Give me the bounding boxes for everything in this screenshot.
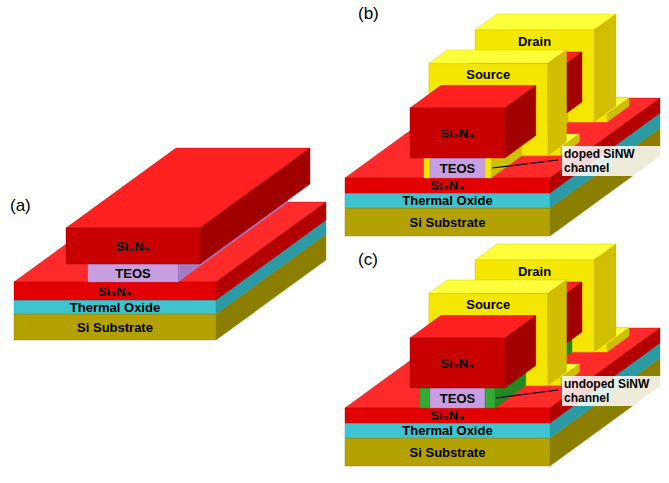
layer-face: Si₃N₄ (14, 282, 216, 300)
nitride-base-front (14, 282, 216, 300)
layer-label: Si₃N₄ (431, 179, 465, 192)
nitride-base-front (345, 178, 550, 193)
layer-face: Thermal Oxide (14, 300, 216, 314)
layer-label: Si₃N₄ (431, 409, 465, 422)
nitride-bar-side (505, 316, 536, 388)
layer-face: Si₃N₄ (66, 228, 200, 264)
layer-face: Source (429, 64, 548, 86)
sinw-channel-front (485, 388, 495, 408)
device-stack-1 (345, 14, 660, 236)
nitride-bar-front (410, 338, 505, 388)
nitride-base-front (345, 408, 550, 423)
layer-face: Source (429, 294, 548, 316)
panel-letter: (a) (10, 196, 31, 216)
panel-letter: (c) (358, 250, 378, 270)
layer-face: Si Substrate (345, 208, 550, 236)
layer-face: Si₃N₄ (345, 408, 550, 423)
layer-face: Drain (475, 260, 594, 282)
si-substrate-front (14, 314, 216, 340)
teos-core-front (430, 158, 485, 178)
device-stack-2 (345, 244, 660, 466)
layer-label: Si₃N₄ (116, 240, 150, 253)
layer-face: Thermal Oxide (345, 193, 550, 208)
layer-label: Thermal Oxide (402, 194, 492, 207)
device-stack-0 (14, 148, 326, 340)
layer-label: Si Substrate (410, 216, 486, 229)
layer-label: Si₃N₄ (441, 127, 475, 140)
layer-label: Si Substrate (410, 446, 486, 459)
drain-electrode-cap-top (475, 244, 616, 260)
channel-note: undoped SiNW channel (562, 376, 664, 406)
layer-label: Thermal Oxide (402, 424, 492, 437)
layer-label: Source (466, 298, 510, 311)
drain-electrode-cap-side (594, 244, 616, 352)
layer-face: Si₃N₄ (345, 178, 550, 193)
layer-face: Si₃N₄ (410, 108, 505, 158)
panel-letter: (b) (358, 4, 379, 24)
layer-label: Si₃N₄ (441, 357, 475, 370)
sinw-channel-front (424, 158, 430, 178)
drain-electrode-cap-top (475, 14, 616, 30)
layer-label: Thermal Oxide (70, 301, 160, 314)
nitride-bar-front (410, 108, 505, 158)
si-substrate-front (345, 438, 550, 466)
layer-label: Si₃N₄ (98, 285, 132, 298)
source-electrode-cap-side (548, 50, 567, 156)
source-electrode-cap-side (548, 280, 567, 386)
layer-label: TEOS (440, 392, 475, 405)
layer-label: Si Substrate (77, 321, 153, 334)
nitride-bar-side (200, 148, 310, 264)
layer-face: Si Substrate (14, 314, 216, 340)
thermal-oxide-front (345, 193, 550, 208)
layer-label: Source (466, 68, 510, 81)
layer-face: Thermal Oxide (345, 423, 550, 438)
layer-face: Si₃N₄ (410, 338, 505, 388)
teos-core-front (88, 264, 178, 282)
layer-face: TEOS (430, 158, 485, 178)
thermal-oxide-front (345, 423, 550, 438)
source-electrode-cap-top (429, 280, 567, 294)
thermal-oxide-front (14, 300, 216, 314)
channel-note: doped SiNW channel (562, 146, 664, 176)
drain-electrode-cap-side (594, 14, 616, 122)
sinw-channel-front (485, 158, 491, 178)
nitride-bar-front (66, 228, 200, 264)
layer-label: TEOS (115, 267, 150, 280)
layer-face: Si Substrate (345, 438, 550, 466)
leader-line (492, 160, 558, 168)
si-substrate-front (345, 208, 550, 236)
layer-label: Drain (518, 35, 551, 48)
layer-face: TEOS (88, 264, 178, 282)
nitride-bar-side (505, 86, 536, 158)
source-electrode-cap-top (429, 50, 567, 64)
layer-face: Drain (475, 30, 594, 52)
layer-label: TEOS (440, 162, 475, 175)
layer-label: Drain (518, 265, 551, 278)
layer-face: TEOS (430, 388, 485, 408)
leader-line (496, 390, 558, 398)
teos-core-front (430, 388, 485, 408)
sinw-channel-front (420, 388, 430, 408)
